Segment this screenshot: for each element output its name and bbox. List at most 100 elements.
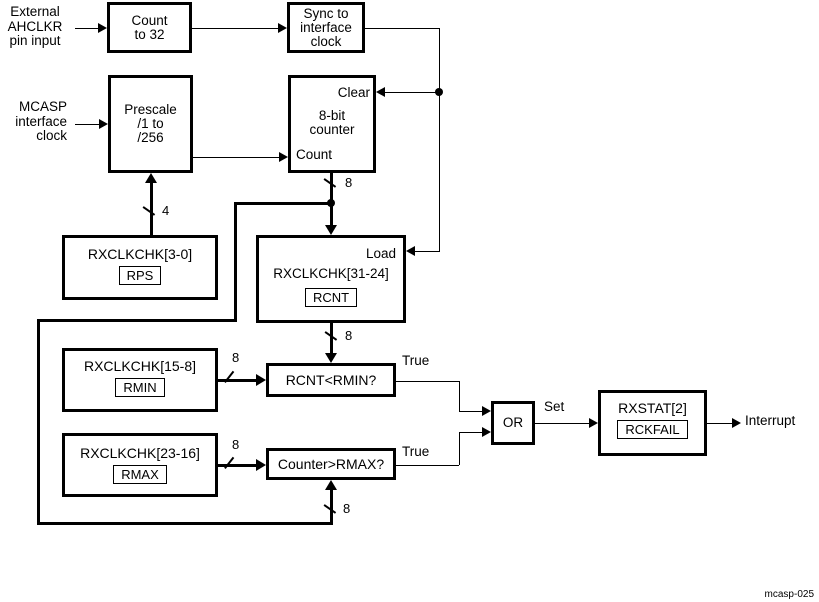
wire-truemax-h2 [458,431,483,433]
arrowhead-or-input-top [482,406,491,416]
rps-field-box: RPS [118,266,162,285]
rxstat-register-block: RXSTAT[2] RCKFAIL [598,390,707,456]
set-label: Set [544,399,565,414]
sync-to-interface-clock-block: Sync to interface clock [287,2,365,53]
rmin-field-box: RMIN [115,378,165,397]
arrowhead-rmax-to-comparator [256,459,266,471]
rxstat-register-title: RXSTAT[2] [618,400,687,416]
arrowhead-into-load-port [406,246,415,256]
wire-mcasp-to-prescale [75,123,100,125]
rckfail-field-box: RCKFAIL [617,420,688,439]
prescale-line2: /1 to [137,116,164,131]
wire-clear-input [384,91,439,93]
wire-sync-out-v [438,27,440,252]
junction-dot-clear [435,88,443,96]
bus-rmax-out [218,463,257,467]
arrowhead-into-rxstat [589,418,598,428]
rcnt-less-rmin-comparator: RCNT<RMIN? [266,363,396,397]
wire-rxstat-to-interrupt [707,422,733,424]
bus-feedback-v2 [36,318,40,525]
arrowhead-rcnt-to-comparator [325,353,337,363]
counter-name-line1: 8-bit [318,108,346,123]
wire-truemin-v [458,380,460,411]
bus-width-8-rmin: 8 [232,350,240,365]
ahclkr-input-label: External AHCLKR pin input [0,4,70,49]
bus-feedback-h1 [233,201,333,205]
bus-width-8-rcnt-out: 8 [345,328,353,343]
ahclkr-label-line2: AHCLKR [7,18,63,34]
rps-register-title: RXCLKCHK[3-0] [87,246,193,262]
or-gate: OR [491,401,535,445]
arrowhead-into-sync [278,23,287,33]
bus-feedback-v3 [329,488,333,525]
prescale-line1: Prescale [124,102,177,117]
true-label-min: True [402,353,430,368]
arrowhead-into-prescale [99,119,108,129]
rcnt-field-wrap: RCNT [259,288,403,307]
sync-line2: interface [300,19,352,35]
mcasp-label-line1: MCASP [18,99,67,114]
wire-truemin-h2 [458,410,483,412]
mcasp-label-line2: interface [15,113,67,129]
counter-count-port-label: Count [296,147,333,162]
bus-rcnt-out-v [329,323,333,354]
ahclkr-label-line3: pin input [9,33,61,48]
bus-width-8-feedback: 8 [343,501,351,516]
arrowhead-rps-to-prescale [145,173,157,183]
wire-prescale-to-count [193,156,280,158]
arrowhead-counter-to-rcnt [325,225,337,235]
bus-feedback-h3 [36,521,333,525]
counter-name-line2: counter [309,122,355,137]
bus-width-8-counter-out: 8 [345,175,353,190]
rps-register-block: RXCLKCHK[3-0] RPS [62,235,218,300]
wire-ahclkr-to-count32 [75,27,99,29]
bus-width-8-rmax: 8 [232,437,240,452]
rmax-register-block: RXCLKCHK[23-16] RMAX [62,433,218,497]
arrowhead-into-count-port [279,152,288,162]
sync-line1: Sync to [303,5,349,21]
counter-clear-port-label: Clear [337,85,370,100]
counter-greater-rmax-comparator: Counter>RMAX? [266,448,396,480]
arrowhead-feedback-to-comparator [325,480,337,490]
arrowhead-or-input-bottom [482,427,491,437]
arrowhead-interrupt [732,418,741,428]
prescale-line3: /256 [137,130,164,145]
ahclkr-label-line1: External [10,4,60,19]
sync-line3: clock [310,33,342,49]
rmin-register-title: RXCLKCHK[15-8] [83,358,197,374]
rmin-register-block: RXCLKCHK[15-8] RMIN [62,348,218,412]
bus-rps-to-prescale [149,181,153,235]
mcasp-label-line3: clock [36,128,67,143]
rmax-register-title: RXCLKCHK[23-16] [80,445,200,461]
rcnt-field-box: RCNT [304,288,358,307]
rcnt-register-block: Load RXCLKCHK[31-24] RCNT [256,235,406,323]
wire-sync-out-h [365,27,440,29]
interrupt-label: Interrupt [745,413,796,428]
rmax-field-box: RMAX [113,465,167,484]
mcasp-clock-input-label: MCASP interface clock [0,99,67,144]
count32-line2: to 32 [134,26,165,42]
wire-truemin-h1 [396,380,459,382]
arrowhead-into-count32 [98,23,107,33]
junction-dot-counter-out [327,199,335,207]
wire-truemax-v [458,431,460,465]
bus-width-4: 4 [162,203,170,218]
figure-caption: mcasp-025 [764,589,814,600]
rcnt-load-port-label: Load [365,246,396,261]
arrowhead-rmin-to-comparator [256,374,266,386]
count32-line1: Count [131,12,168,28]
bus-rmin-out [218,378,257,382]
prescale-block: Prescale /1 to /256 [108,75,193,173]
wire-count32-to-sync [192,27,279,29]
counter-name: 8-bit counter [291,109,373,137]
arrowhead-into-clear-port [376,87,385,97]
counter-block: Clear 8-bit counter Count [288,75,376,173]
wire-or-to-rxstat [535,422,590,424]
wire-load-input [414,250,439,252]
bus-feedback-h2 [36,318,237,322]
wire-truemax-h1 [396,464,459,466]
rcnt-register-title: RXCLKCHK[31-24] [273,266,389,281]
bus-feedback-v1 [233,201,237,322]
count-to-32-block: Count to 32 [107,2,192,53]
